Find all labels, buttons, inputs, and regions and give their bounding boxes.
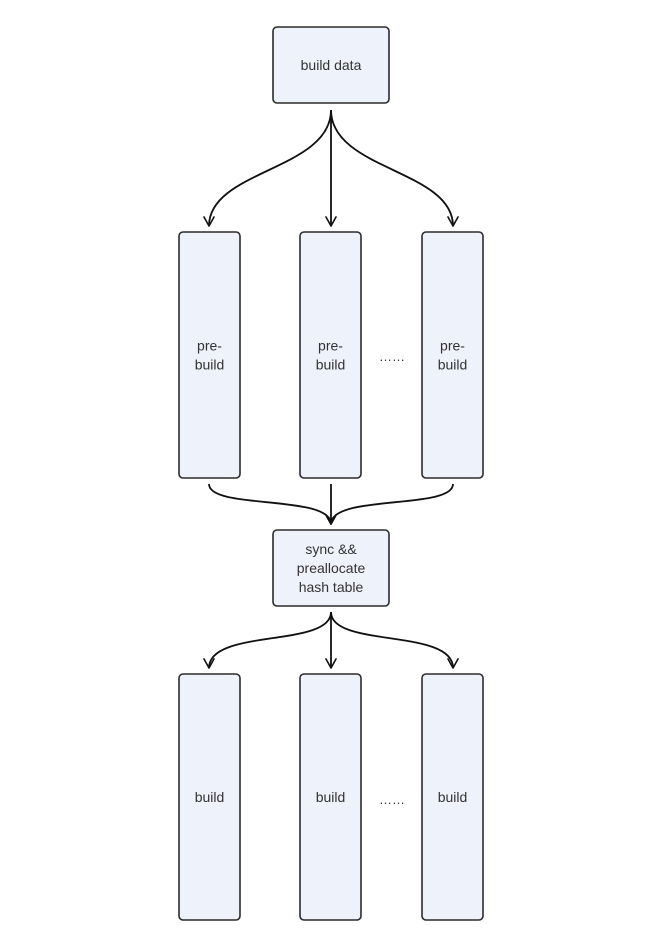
node-build-1: build: [178, 673, 241, 921]
nodes-layer: build datapre-buildpre-buildpre-buildsyn…: [178, 26, 484, 921]
node-label-line: pre-: [197, 338, 222, 354]
node-box: [272, 529, 390, 607]
node-prebuild-1: pre-build: [178, 231, 241, 479]
node-box: [299, 231, 362, 479]
edge-build-data-to-prebuild-3: [330, 109, 459, 227]
node-label-line: build: [438, 357, 468, 373]
node-label-line: build: [195, 357, 225, 373]
edge-prebuild-1-to-sync: [208, 483, 337, 525]
node-build-2: build: [299, 673, 362, 921]
node-label-line: build: [195, 789, 225, 805]
node-sync: sync && preallocate hash table: [272, 529, 390, 607]
node-box: [178, 673, 241, 921]
node-box: [421, 231, 484, 479]
node-box: [299, 673, 362, 921]
node-prebuild-3: pre-build: [421, 231, 484, 479]
node-label-line: build: [316, 357, 346, 373]
node-label-line: hash table: [299, 579, 364, 595]
node-label-line: pre-: [318, 338, 343, 354]
edge-sync-to-build-1: [203, 611, 332, 669]
node-label-line: build: [316, 789, 346, 805]
edge-build-data-to-prebuild-1: [203, 109, 332, 227]
node-label-line: build: [438, 789, 468, 805]
node-label-line: preallocate: [297, 560, 366, 576]
edge-prebuild-3-to-sync: [325, 483, 454, 525]
node-label-line: build data: [301, 57, 362, 73]
node-prebuild-2: pre-build: [299, 231, 362, 479]
node-box: [272, 26, 390, 104]
node-box: [178, 231, 241, 479]
edges-layer: [203, 109, 459, 669]
node-build-3: build: [421, 673, 484, 921]
node-box: [421, 673, 484, 921]
node-label-line: sync &&: [305, 541, 357, 557]
node-label-line: pre-: [440, 338, 465, 354]
edge-sync-to-build-3: [330, 611, 459, 669]
build-ellipsis: ……: [379, 792, 405, 807]
node-build-data: build data: [272, 26, 390, 104]
prebuild-ellipsis: ……: [379, 349, 405, 364]
